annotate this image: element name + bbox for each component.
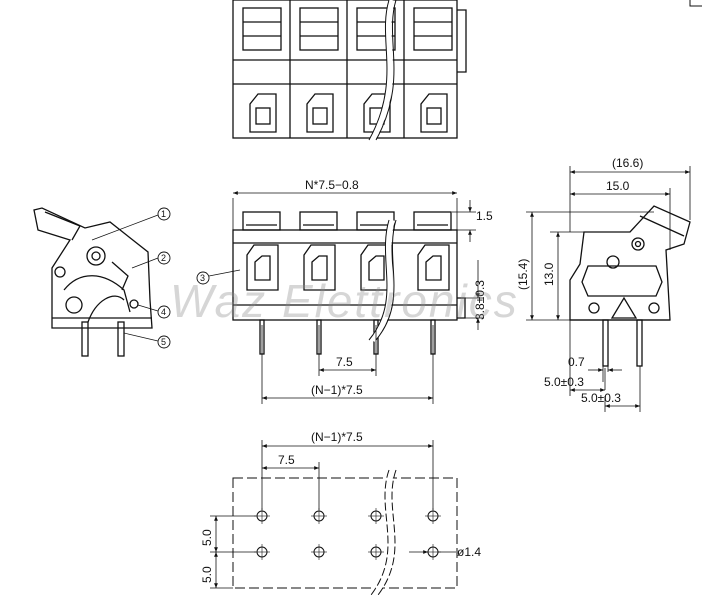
break-line — [369, 219, 395, 342]
pin-offset-label: 3.8±0.3 — [473, 280, 487, 320]
break-line — [370, 469, 390, 595]
left-side-view — [33, 207, 153, 357]
right-dimension-lines — [526, 166, 691, 412]
front-dimension-lines — [232, 191, 484, 404]
pin-offset-front-label: 5.0±0.3 — [544, 375, 584, 389]
watermark: Waz Elettronics — [170, 275, 519, 327]
pcb-pin-span-label: (N−1)*7.5 — [311, 430, 363, 444]
break-line — [371, 469, 395, 595]
break-line — [375, 219, 397, 341]
pin-span-label: (N−1)*7.5 — [311, 383, 363, 397]
pcb-layout — [232, 477, 458, 589]
pcb-pitch-label: 7.5 — [278, 453, 295, 467]
break-line — [375, 0, 397, 141]
callout-2-label: 2 — [161, 253, 166, 263]
break-line — [368, 0, 390, 141]
break-line — [369, 0, 395, 142]
pcb-row-spacing-lower-label: 5.0 — [200, 566, 214, 583]
pitch-label: 7.5 — [336, 355, 353, 369]
pcb-dimension-lines — [210, 440, 456, 589]
callout-4-label: 4 — [161, 307, 166, 317]
hole-diameter-label: ø1.4 — [457, 545, 481, 559]
pin-size-label: 0.7 — [568, 355, 585, 369]
top-view — [232, 0, 467, 139]
pin-offset-rear-label: 5.0±0.3 — [581, 391, 621, 405]
callout-3-label: 3 — [200, 273, 205, 283]
left-callout-circles — [157, 207, 171, 349]
outer-depth-label: (16.6) — [612, 156, 643, 170]
right-side-view — [569, 205, 691, 367]
callout-3-leader — [208, 269, 241, 277]
callout-3-circle — [196, 271, 210, 285]
height-label: 13.0 — [542, 262, 556, 286]
button-height-label: 1.5 — [476, 209, 493, 223]
depth-label: 15.0 — [606, 179, 630, 193]
pcb-row-spacing-upper-label: 5.0 — [200, 529, 214, 546]
left-callout-leaders — [91, 214, 159, 342]
overall-width-label: N*7.5−0.8 — [305, 178, 359, 192]
break-line — [368, 219, 390, 341]
callout-5-label: 5 — [161, 337, 166, 347]
corner-mark — [689, 0, 702, 7]
front-view — [232, 211, 466, 355]
pcb-hole-centerlines — [254, 508, 441, 560]
callout-1-label: 1 — [161, 209, 166, 219]
break-line — [377, 469, 397, 595]
outer-height-label: (15.4) — [516, 259, 530, 290]
